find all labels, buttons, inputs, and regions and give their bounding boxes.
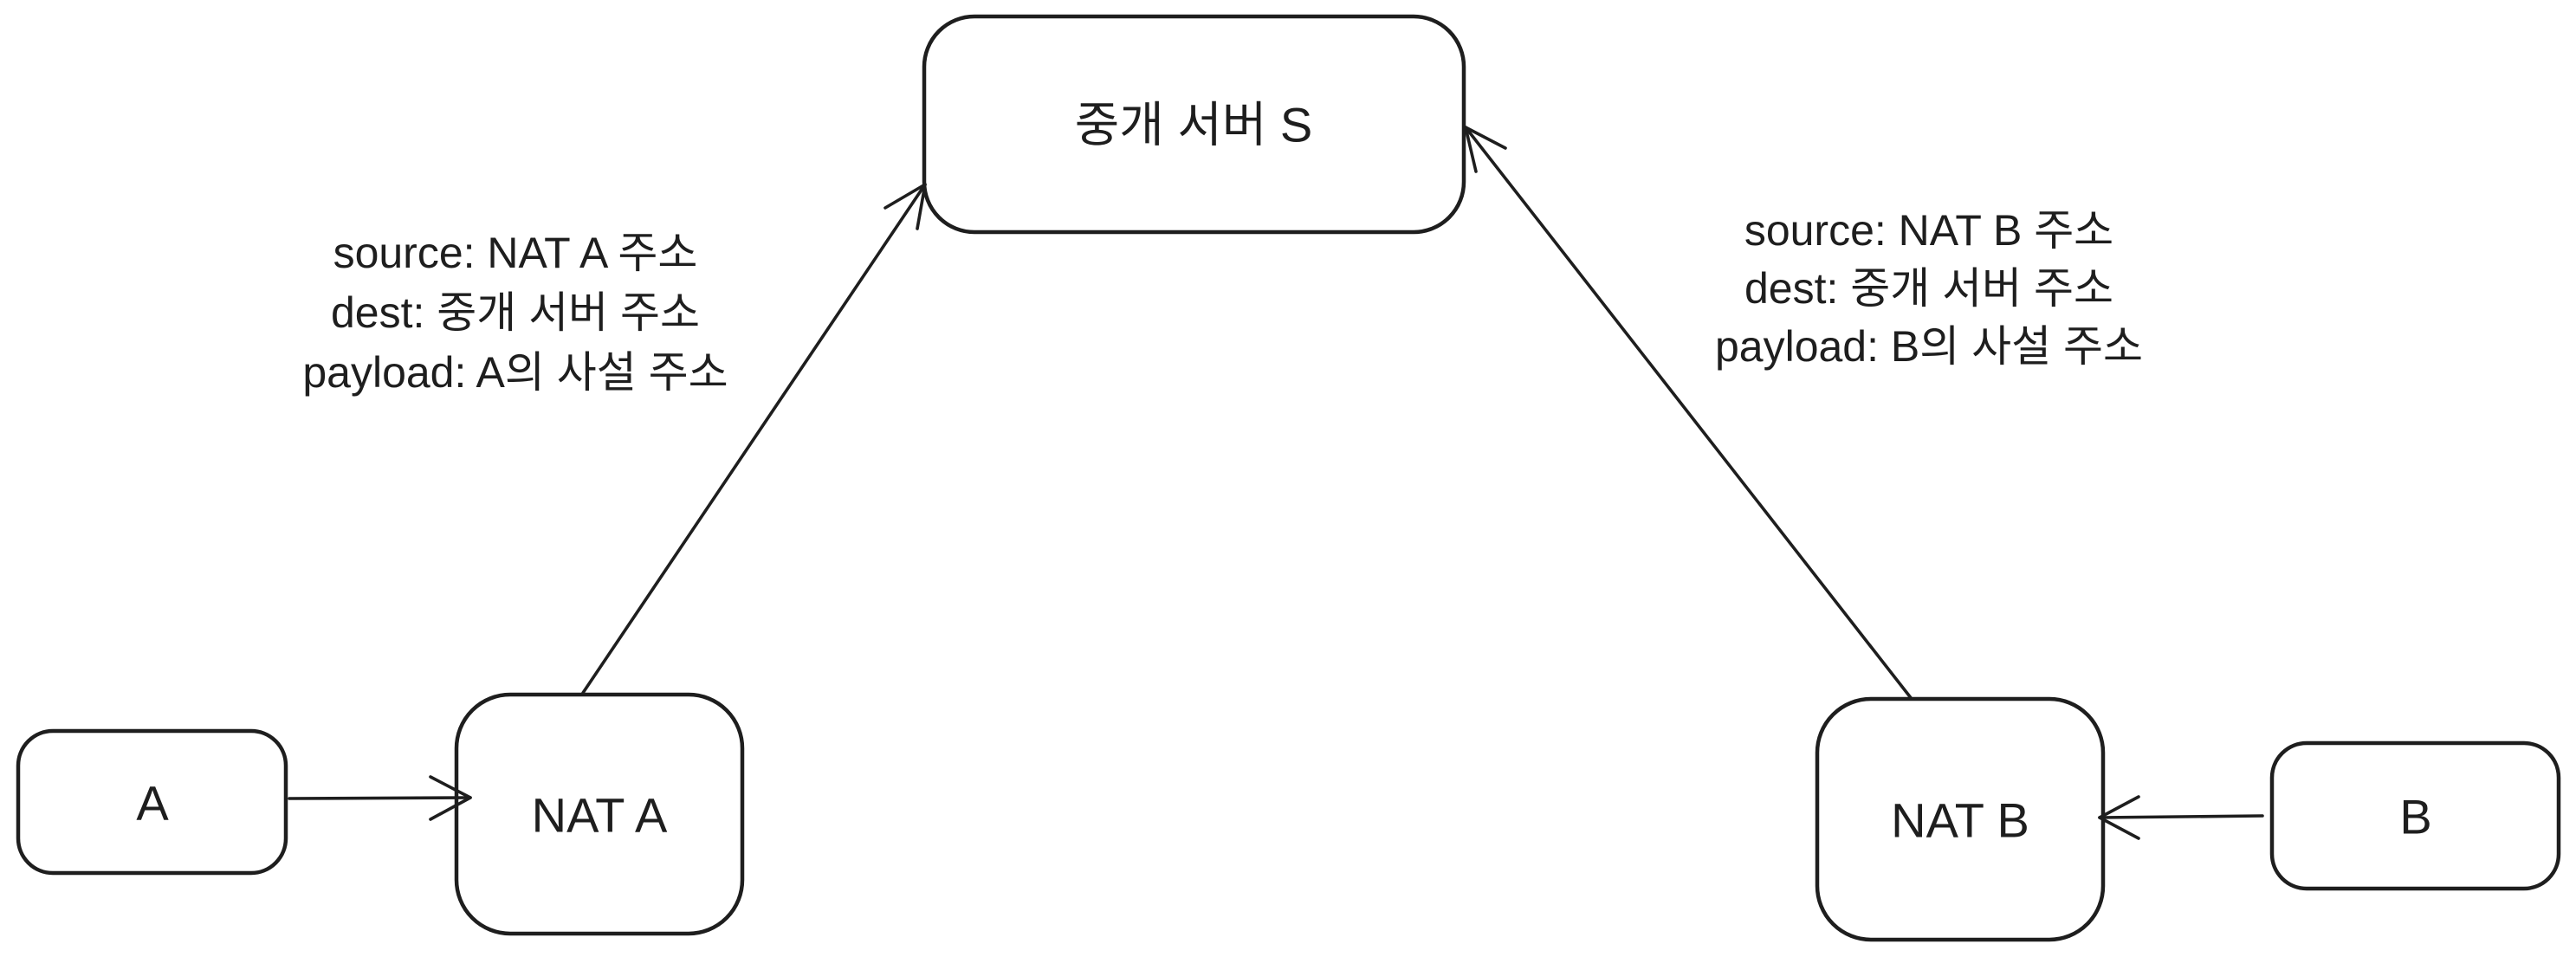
packet-label-left: source: NAT A 주소 dest: 중개 서버 주소 payload:… [302,229,728,397]
arrowhead [2098,795,2140,840]
packet-label-line: source: NAT B 주소 [1744,206,2113,255]
arrow-nat-b-to-server [1464,126,1913,701]
packet-label-right: source: NAT B 주소 dest: 중개 서버 주소 payload:… [1715,206,2143,371]
arrow-nat-a-to-server [581,183,927,695]
relay-server-node-box [922,14,1466,235]
packet-label-line: payload: B의 사설 주소 [1715,322,2143,371]
arrow-shaft [581,183,927,695]
nat-a-node-label: NAT A [532,788,668,843]
packet-label-line: dest: 중개 서버 주소 [331,288,700,337]
arrow-shaft [2098,814,2264,819]
arrow-a-to-nat-a [288,775,472,821]
host-b-node-box [2269,740,2561,891]
nat-a-node-box [454,692,745,936]
arrowhead [1464,126,1507,173]
arrowhead [883,183,927,230]
nat-b-node-label: NAT B [1891,793,2029,848]
arrowhead [429,775,472,821]
arrow-shaft [1464,126,1913,701]
packet-label-line: dest: 중개 서버 주소 [1744,264,2113,313]
arrow-shaft [288,796,472,800]
packet-label-line: payload: A의 사설 주소 [302,348,728,397]
packet-label-line: source: NAT A 주소 [333,229,698,277]
host-a-node-label: A [136,776,169,831]
host-a-node-box [16,728,288,876]
arrow-b-to-nat-b [2098,795,2264,840]
relay-server-node-label: 중개 서버 S [1075,98,1313,152]
host-b-node-label: B [2399,790,2431,844]
